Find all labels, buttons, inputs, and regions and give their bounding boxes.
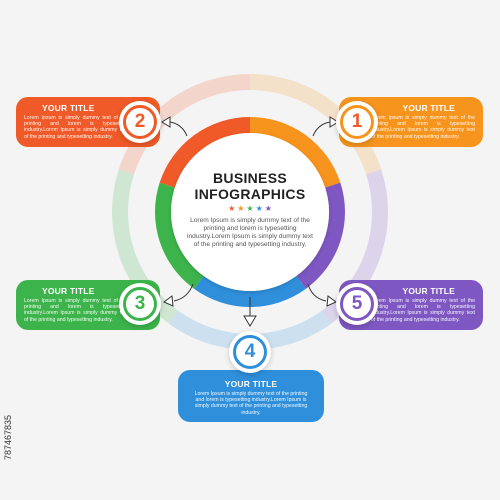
center-title-line-2: INFOGRAPHICS	[194, 186, 306, 202]
step-number: 3	[123, 287, 157, 321]
inner-ring-segment-2	[159, 117, 250, 188]
step-number: 1	[340, 105, 374, 139]
center-body-text: Lorem Ipsum is simply dummy text of the …	[187, 217, 313, 248]
inner-ring	[155, 117, 346, 307]
step-body: Lorem Ipsum is simply dummy text of the …	[24, 115, 128, 140]
step-body: Lorem Ipsum is simply dummy text of the …	[371, 298, 475, 323]
star-icon: ★	[264, 204, 272, 213]
arrow-step-5	[307, 283, 327, 302]
center-title-line-1: BUSINESS	[213, 170, 287, 186]
center-disc	[171, 133, 329, 291]
step-body: Lorem Ipsum is simply dummy text of the …	[194, 391, 308, 416]
star-icon: ★	[246, 204, 254, 213]
watermark-id: 787467835	[3, 415, 13, 460]
step-title: YOUR TITLE	[42, 103, 95, 113]
step-body: Lorem Ipsum is simply dummy text of the …	[371, 115, 475, 140]
step-title: YOUR TITLE	[42, 286, 95, 296]
arrow-step-2	[169, 121, 188, 137]
step-number: 2	[123, 105, 157, 139]
step-number: 4	[233, 335, 267, 369]
step-number-badge-3: 3	[119, 283, 161, 325]
step-title: YOUR TITLE	[224, 379, 278, 389]
star-rating: ★★★★★	[222, 204, 278, 213]
inner-ring-segment-4	[194, 275, 306, 307]
step-number-badge-5: 5	[336, 283, 378, 325]
step-number: 5	[340, 287, 374, 321]
star-icon: ★	[228, 204, 236, 213]
step-number-badge-2: 2	[119, 101, 161, 143]
arrow-head-1	[329, 116, 339, 128]
arrow-head-5	[326, 295, 337, 307]
step-number-badge-1: 1	[336, 101, 378, 143]
arrow-head-3	[163, 295, 174, 307]
step-title: YOUR TITLE	[402, 286, 455, 296]
arrow-step-3	[173, 283, 194, 302]
arrow-head-4	[243, 315, 257, 327]
step-title: YOUR TITLE	[402, 103, 455, 113]
star-icon: ★	[255, 204, 263, 213]
arrow-step-1	[312, 121, 331, 137]
inner-ring-segment-3	[155, 182, 204, 289]
step-number-badge-4: 4	[229, 331, 271, 373]
star-icon: ★	[237, 204, 245, 213]
inner-ring-segment-5	[296, 182, 346, 289]
step-body: Lorem Ipsum is simply dummy text of the …	[24, 298, 128, 323]
connector-arrows	[161, 116, 339, 327]
step-card-4: YOUR TITLE Lorem Ipsum is simply dummy t…	[178, 370, 324, 422]
arrow-head-2	[161, 116, 171, 128]
inner-ring-segment-1	[250, 117, 341, 188]
outer-ring-segment-4	[168, 310, 332, 351]
